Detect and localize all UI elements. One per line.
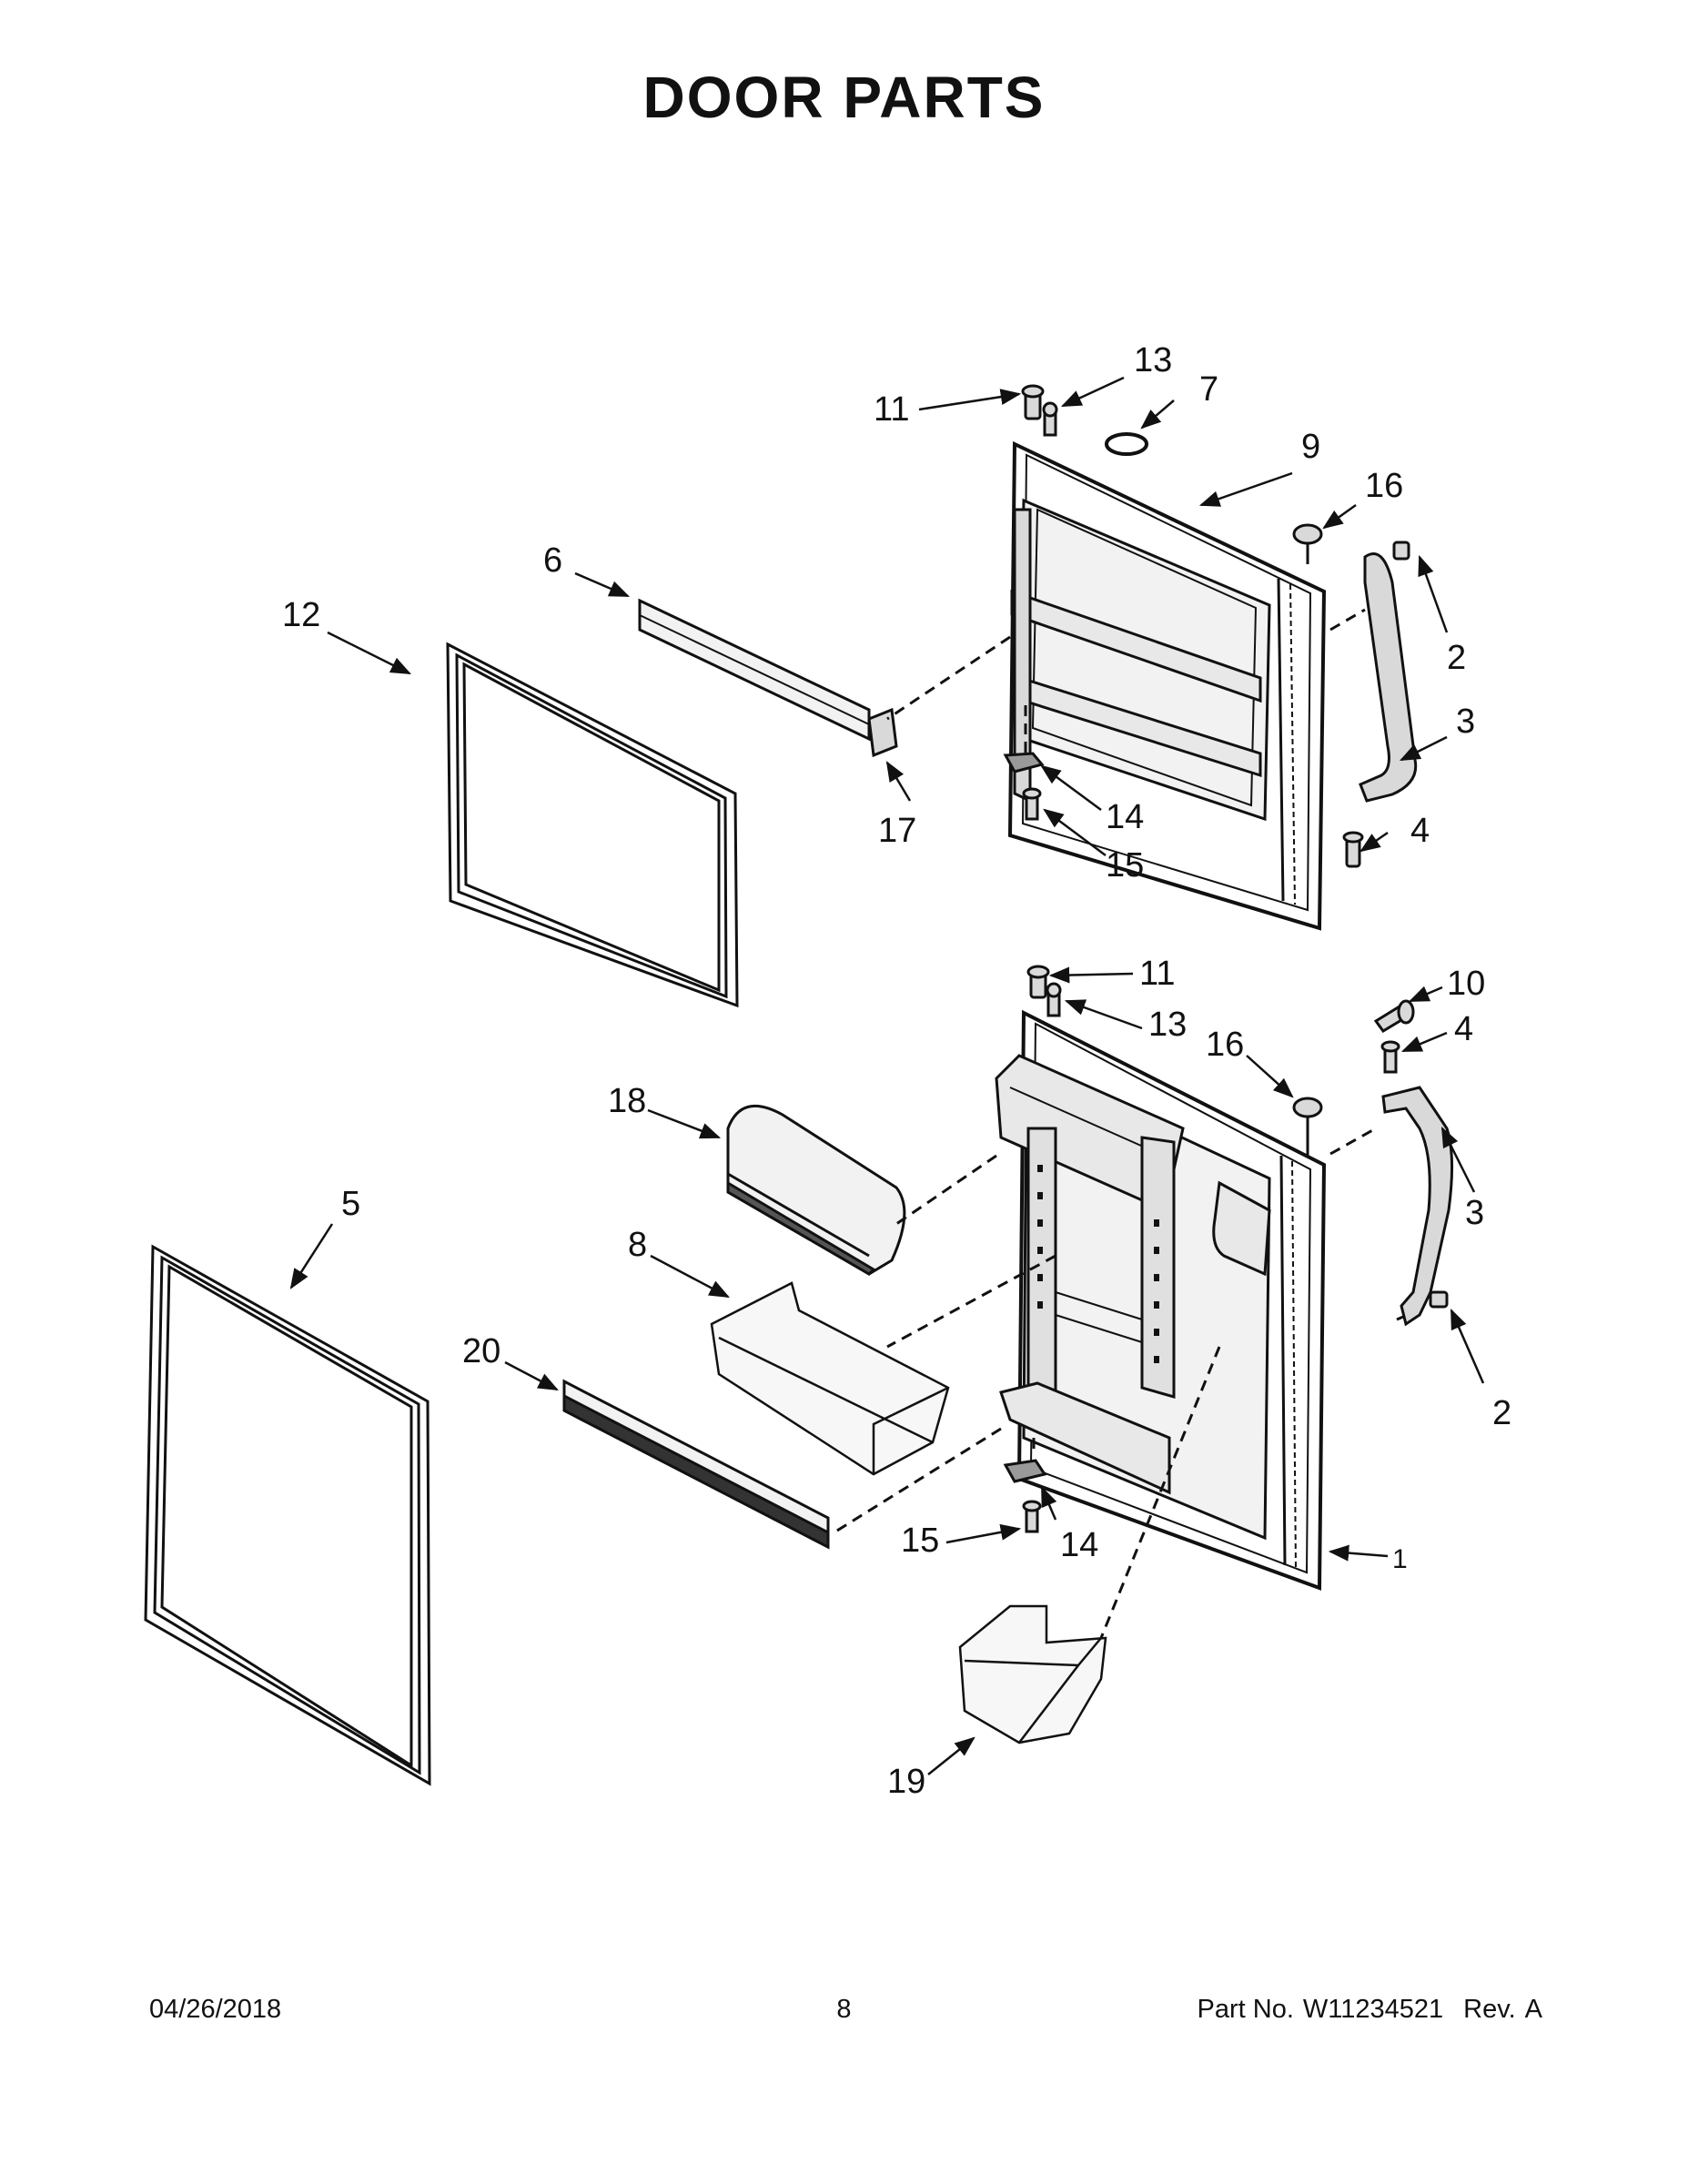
screw-13-top (1042, 401, 1058, 437)
callout-bottom-5: 5 (341, 1185, 360, 1223)
fresh-food-assembly-lines (832, 1127, 1404, 1639)
fresh-food-door-assembly (995, 1009, 1327, 1591)
rev-label: Rev. (1463, 1995, 1516, 2024)
callout-top-13: 13 (1134, 341, 1172, 379)
callout-labels-top: 11 13 7 9 16 6 12 2 3 17 14 15 4 (282, 341, 1475, 885)
door-bin-8 (710, 1281, 950, 1476)
screw-2-top (1392, 541, 1410, 561)
callout-bottom-1: 1 (1392, 1544, 1408, 1574)
callout-bottom-2: 2 (1492, 1394, 1511, 1432)
dairy-door-18 (726, 1104, 906, 1276)
callout-bottom-18: 18 (608, 1082, 646, 1120)
screw-11-bottom (1026, 965, 1050, 999)
footer-part-number: Part No. W11234521 Rev. A (1188, 1995, 1542, 2025)
callout-bottom-13: 13 (1148, 1006, 1187, 1044)
callout-bottom-10: 10 (1447, 965, 1485, 1003)
screw-2-bottom (1429, 1290, 1449, 1309)
part-number: W11234521 (1302, 1995, 1444, 2024)
plug-16-bottom (1292, 1097, 1323, 1156)
callout-bottom-4: 4 (1454, 1010, 1473, 1048)
callout-bottom-19: 19 (887, 1763, 925, 1801)
handle-3-bottom (1381, 1086, 1454, 1327)
callout-top-16: 16 (1365, 467, 1403, 505)
callout-top-17: 17 (878, 812, 916, 850)
callout-top-2: 2 (1447, 639, 1466, 677)
callout-bottom-8: 8 (628, 1226, 647, 1264)
callout-top-12: 12 (282, 596, 320, 634)
shelf-bracket-holes (1037, 1165, 1159, 1363)
hinge-14-bottom (1003, 1459, 1047, 1483)
callout-top-4: 4 (1410, 812, 1430, 850)
screw-15-bottom (1022, 1500, 1042, 1533)
screw-15-top (1022, 787, 1042, 821)
part-label: Part No. (1197, 1995, 1294, 2024)
callout-top-11: 11 (874, 390, 909, 429)
screw-10-bottom (1373, 999, 1415, 1033)
fresh-food-gasket-5 (144, 1244, 431, 1786)
handle-3-top (1359, 552, 1418, 803)
freezer-door-assembly (1007, 440, 1327, 931)
rev-value: A (1524, 1995, 1542, 2024)
callout-top-3: 3 (1456, 703, 1475, 741)
callout-bottom-3: 3 (1465, 1194, 1484, 1232)
freezer-hinge-hardware (638, 384, 1418, 868)
door-bin-19 (958, 1604, 1107, 1744)
shelf-bar-20 (562, 1379, 830, 1550)
callout-labels-bottom: 11 10 13 4 16 18 3 5 8 20 2 15 14 1 19 (341, 955, 1511, 1801)
callout-top-15: 15 (1106, 846, 1144, 885)
callout-top-9: 9 (1301, 428, 1320, 466)
screw-4-bottom (1380, 1040, 1400, 1074)
hinge-bushing-7-top (1105, 432, 1148, 456)
plug-16-top (1292, 523, 1323, 564)
shelf-cap-17 (867, 707, 898, 758)
callout-top-14: 14 (1106, 798, 1144, 836)
screw-13-bottom (1046, 982, 1062, 1017)
callout-top-6: 6 (543, 541, 562, 580)
screw-11-top (1021, 384, 1045, 420)
callout-bottom-14: 14 (1060, 1526, 1098, 1564)
callout-bottom-15: 15 (901, 1522, 939, 1560)
callout-bottom-16: 16 (1206, 1026, 1244, 1064)
footer-date: 04/26/2018 (149, 1995, 282, 2024)
leader-arrows (289, 376, 1485, 1775)
freezer-gasket-12 (446, 642, 739, 1008)
hinge-14-top (1003, 752, 1045, 774)
page-title: DOOR PARTS (642, 65, 1046, 130)
screw-4-top (1342, 831, 1364, 868)
fresh-food-hinge-hardware (1003, 965, 1454, 1533)
footer-page-number: 8 (836, 1995, 852, 2024)
callout-bottom-20: 20 (462, 1332, 500, 1370)
callout-bottom-11: 11 (1139, 955, 1175, 993)
freezer-assembly-lines (886, 608, 1366, 755)
callout-top-7: 7 (1199, 370, 1218, 409)
